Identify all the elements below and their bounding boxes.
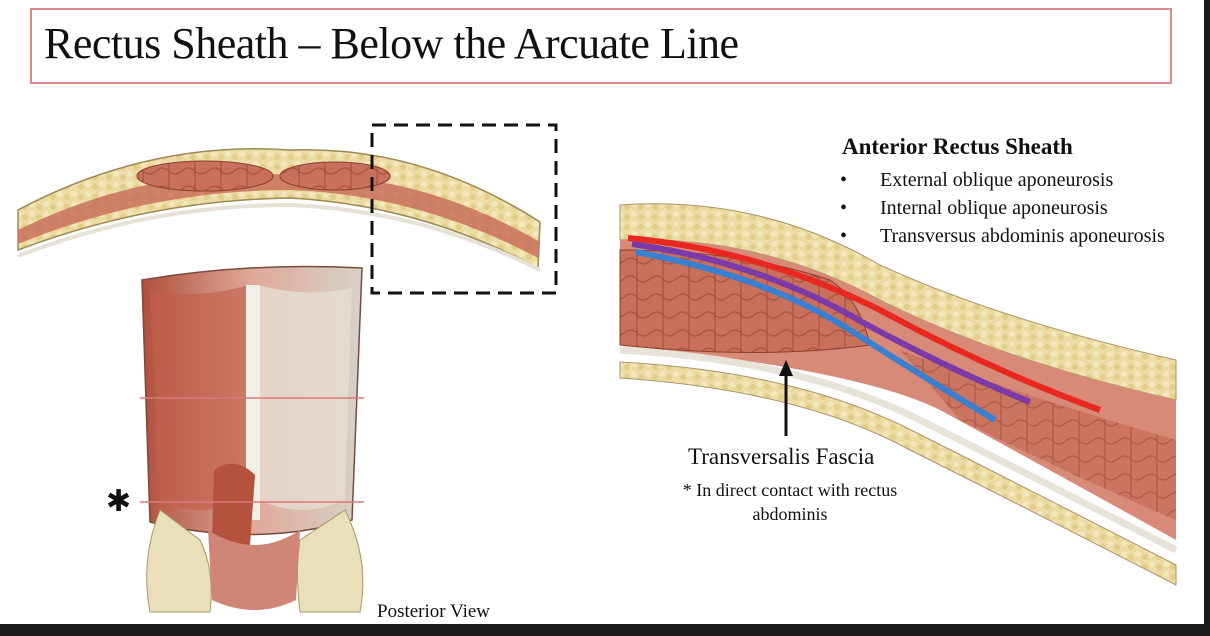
external-oblique-line xyxy=(627,235,1102,413)
cross-section-arch xyxy=(17,148,541,272)
page-title: Rectus Sheath – Below the Arcuate Line xyxy=(44,19,739,68)
zoom-box xyxy=(370,123,558,295)
transversus-abdominis-line xyxy=(635,249,997,423)
list-item: • External oblique aponeurosis xyxy=(840,166,1165,194)
zoomed-cross-section xyxy=(619,203,1178,586)
anterior-sheath-list: • External oblique aponeurosis • Internal … xyxy=(840,166,1165,250)
transversalis-fascia-label: Transversalis Fascia xyxy=(688,444,875,469)
bullet: • xyxy=(840,225,848,247)
star-marker-icon: ✱ xyxy=(106,485,132,518)
title-box: Rectus Sheath – Below the Arcuate Line xyxy=(30,8,1172,84)
internal-oblique-line xyxy=(631,241,1032,405)
bullet: • xyxy=(840,197,848,219)
list-item-label: External oblique aponeurosis xyxy=(880,169,1114,191)
posterior-view-illustration xyxy=(140,265,364,613)
list-item: • Transversus abdominis aponeurosis xyxy=(840,222,1165,250)
transversalis-arrow xyxy=(779,360,793,436)
posterior-view-label: Posterior View xyxy=(377,601,491,622)
anterior-sheath-heading: Anterior Rectus Sheath xyxy=(842,134,1073,159)
bullet: • xyxy=(840,169,848,191)
list-item-label: Transversus abdominis aponeurosis xyxy=(880,225,1165,247)
transversalis-fascia-note: * In direct contact with rectus abdomini… xyxy=(682,480,898,524)
list-item: • Internal oblique aponeurosis xyxy=(840,194,1165,222)
list-item-label: Internal oblique aponeurosis xyxy=(880,197,1108,219)
anatomy-illustration xyxy=(17,123,1178,613)
slide: Rectus Sheath – Below the Arcuate Line xyxy=(0,0,1204,624)
